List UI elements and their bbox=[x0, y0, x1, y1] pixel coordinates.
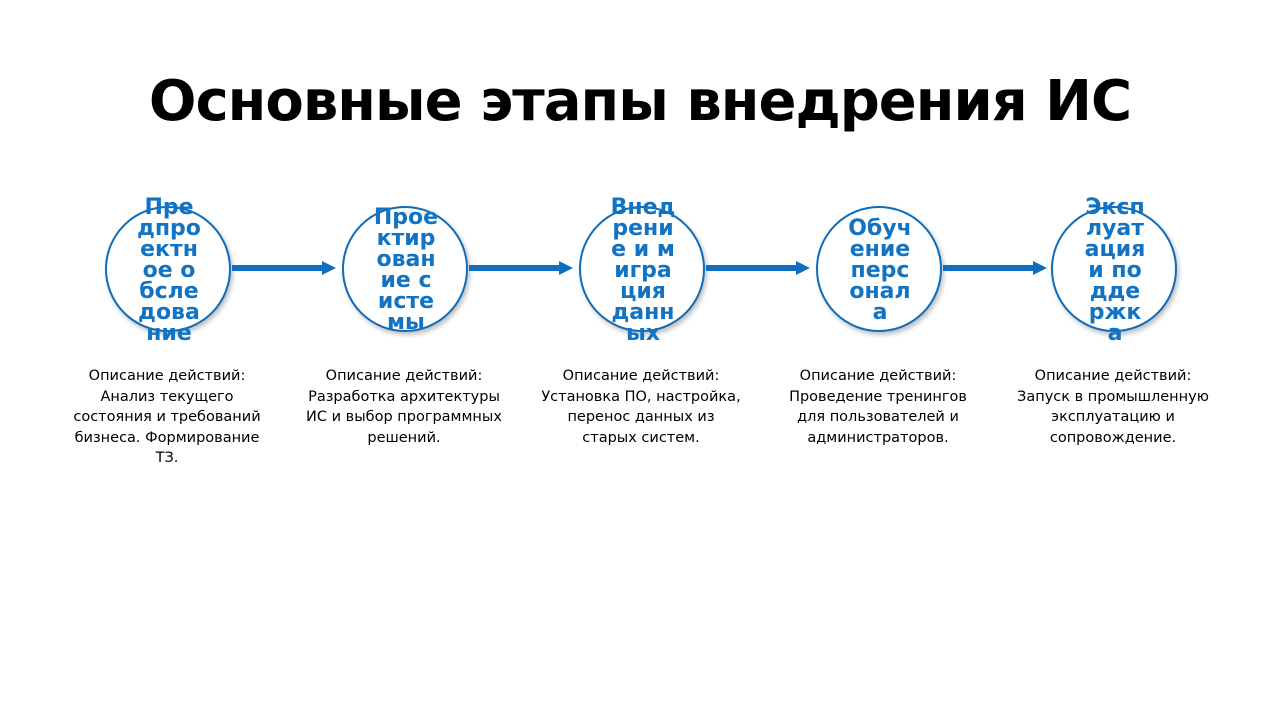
step-circle bbox=[105, 206, 231, 332]
step-circle bbox=[1051, 206, 1177, 332]
step-description: Описание действий: Запуск в промышленную… bbox=[1017, 368, 1209, 446]
step-description: Описание действий: Проведение тренингов … bbox=[789, 368, 967, 446]
step-label: Проектирование системы bbox=[373, 205, 439, 335]
step-label: Предпроектное обследование bbox=[137, 194, 201, 346]
step-label: Внедрение и миграция данных bbox=[610, 194, 676, 346]
step-circle bbox=[816, 206, 942, 332]
step-circle bbox=[342, 206, 468, 332]
step-circle bbox=[579, 206, 705, 332]
arrow-right-icon bbox=[706, 261, 810, 275]
slide-title: Основные этапы внедрения ИС bbox=[148, 69, 1132, 134]
arrow-right-icon bbox=[232, 261, 336, 275]
step-description: Описание действий: Анализ текущего состо… bbox=[73, 368, 261, 466]
step-description: Описание действий: Разработка архитектур… bbox=[306, 368, 502, 446]
step-description: Описание действий: Установка ПО, настрой… bbox=[541, 368, 741, 446]
step-label: Эксплуатация и поддержка bbox=[1084, 194, 1146, 346]
arrow-right-icon bbox=[469, 261, 573, 275]
arrow-right-icon bbox=[943, 261, 1047, 275]
step-label: Обучение персонала bbox=[848, 215, 912, 325]
